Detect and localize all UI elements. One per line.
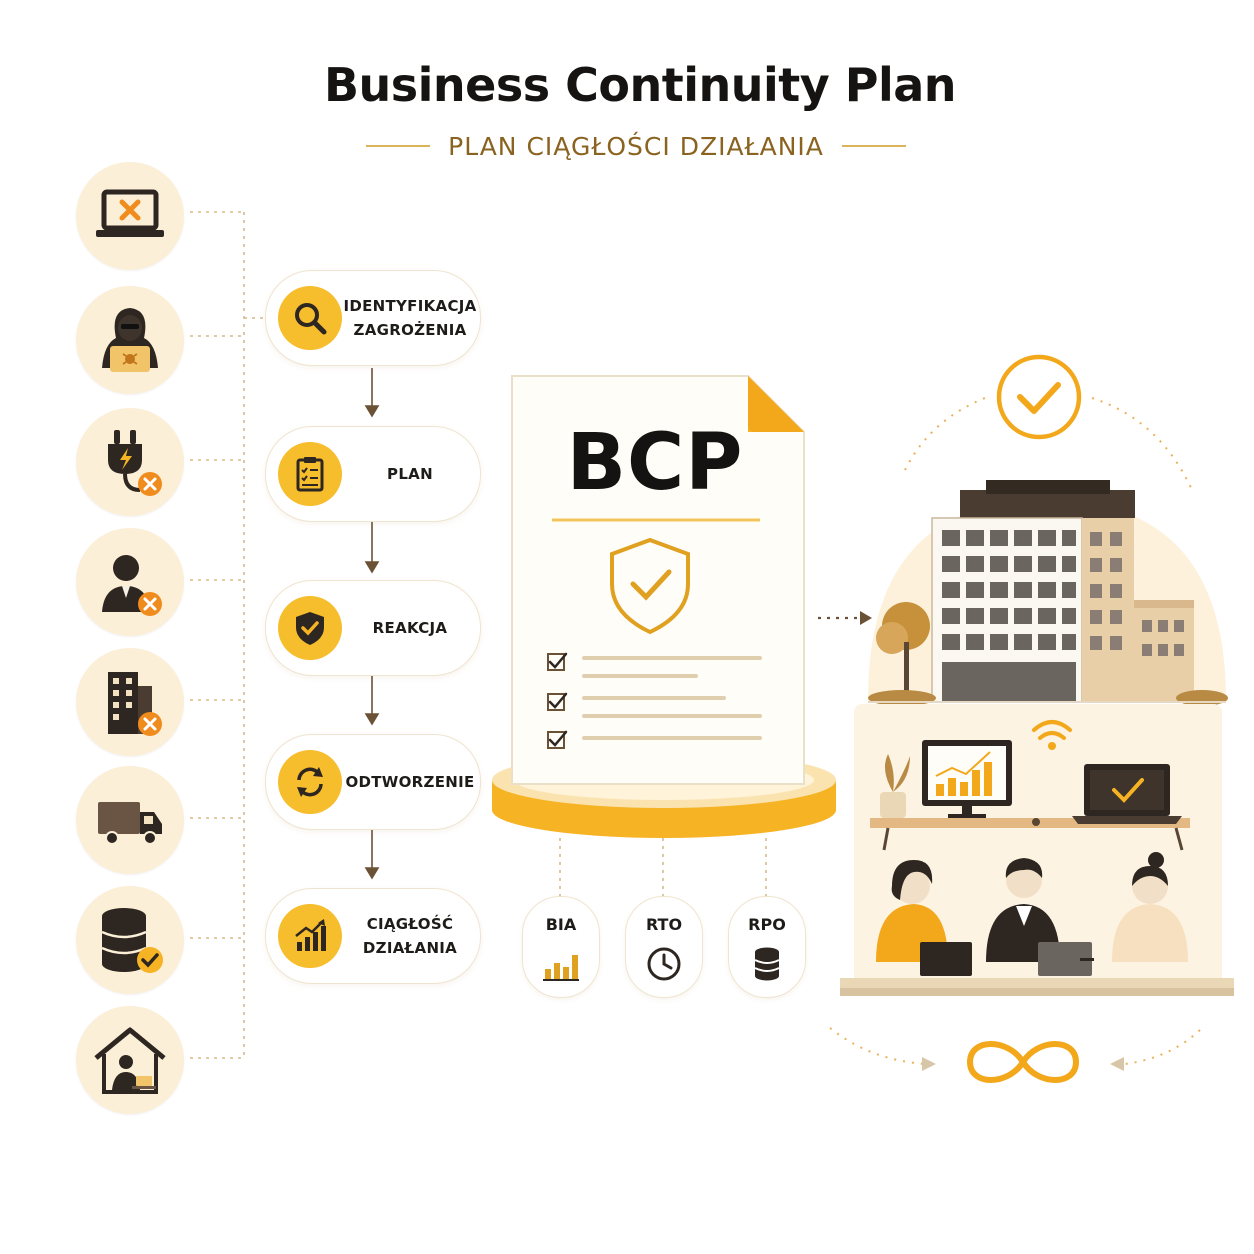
page-subtitle: PLAN CIĄGŁOŚCI DZIAŁANIA [448, 131, 824, 161]
threat-database-backup [76, 886, 184, 994]
step-continuity: CIĄGŁOŚĆ DZIAŁANIA [265, 888, 481, 984]
growth-chart-icon [295, 919, 326, 951]
step-plan-label: PLAN [387, 465, 433, 483]
clipboard-icon [296, 457, 324, 492]
step-plan-icon-badge [278, 442, 342, 506]
bar-chart-icon [543, 955, 579, 981]
threat-staff-absence [76, 528, 184, 636]
threat-remote-work [76, 1006, 184, 1114]
step-identify-label: IDENTYFIKACJA ZAGROŻENIA [343, 297, 477, 339]
threat-power-outage [76, 408, 184, 516]
infinity-icon [966, 1041, 1080, 1083]
bcp-document-illustration [492, 375, 836, 838]
step-reaction-label: REAKCJA [372, 619, 448, 637]
subtitle-rule-left [366, 145, 431, 147]
step-continuity-icon-badge [278, 904, 342, 968]
staff-absence-icon [102, 555, 162, 616]
metric-rto-label: RTO [645, 915, 683, 934]
laptop-error-icon [96, 189, 164, 237]
remote-work-icon [94, 1027, 166, 1094]
threat-hacker [76, 286, 184, 394]
step-recovery-icon-badge [278, 750, 342, 814]
building-damage-icon [108, 672, 162, 736]
office-building-illustration [868, 480, 1228, 706]
power-outage-icon [108, 430, 162, 496]
clock-icon [647, 947, 681, 981]
subtitle-rule-right [841, 145, 906, 147]
hacker-icon [102, 308, 158, 372]
metric-bia: BIA [522, 896, 600, 998]
metric-bia-label: BIA [545, 915, 577, 934]
step-recovery: ODTWORZENIE [265, 734, 481, 830]
team-office-illustration [840, 704, 1234, 996]
metric-rto: RTO [625, 896, 703, 998]
document-title: BCP [566, 418, 744, 508]
database-backup-icon [101, 908, 163, 973]
step-reaction-icon-badge [278, 596, 342, 660]
database-icon [754, 947, 780, 981]
magnifier-icon [295, 303, 327, 335]
refresh-icon [297, 767, 323, 797]
step-identify-threat: IDENTYFIKACJA ZAGROŻENIA [265, 270, 481, 366]
threat-building-damage [76, 648, 184, 756]
shield-check-icon [296, 612, 324, 645]
metric-rpo: RPO [728, 896, 806, 998]
supplier-truck-icon [98, 802, 162, 845]
success-check-icon [996, 354, 1082, 440]
page-title: Business Continuity Plan [323, 58, 957, 112]
metric-rpo-label: RPO [748, 915, 786, 934]
step-plan: PLAN [265, 426, 481, 522]
threat-laptop-error [76, 162, 184, 270]
step-reaction: REAKCJA [265, 580, 481, 676]
threat-supplier-truck [76, 766, 184, 874]
step-continuity-label: CIĄGŁOŚĆ DZIAŁANIA [362, 915, 458, 957]
step-identify-icon-badge [278, 286, 342, 350]
step-recovery-label: ODTWORZENIE [345, 773, 475, 791]
subtitle-row: PLAN CIĄGŁOŚCI DZIAŁANIA [360, 130, 912, 162]
